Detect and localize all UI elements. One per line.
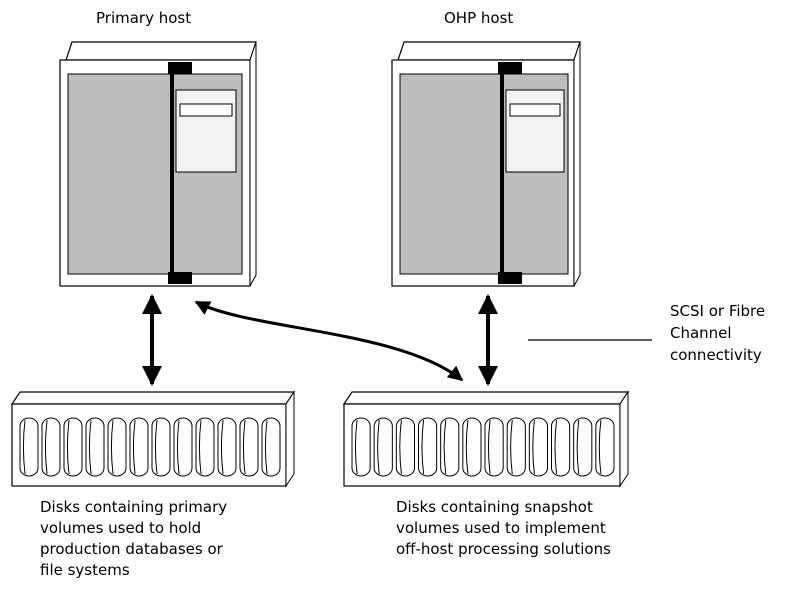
snapshot-disks-caption-line: volumes used to implement [396,519,606,537]
snapshot-disks-caption-line: Disks containing snapshot [396,498,593,516]
primary-host-server [59,41,257,287]
disk-icon [440,417,460,477]
snapshot-disks-caption-line: off-host processing solutions [396,540,611,558]
disk-icon [217,417,237,477]
primary-host-label: Primary host [96,9,192,27]
disk-icon [41,417,61,477]
connectivity-label: SCSI or Fibre Channel connectivity [670,300,765,366]
disk-icon [462,417,482,477]
disk-icon [573,417,593,477]
cross-link-arrow [194,300,464,382]
disk-icon [506,417,526,477]
primary-disks-caption-line: Disks containing primary [40,498,228,516]
connectivity-label-line: Channel [670,324,732,342]
disk-icon [595,417,615,477]
disk-icon [151,417,171,477]
disk-icon [261,417,281,477]
primary-disks-caption-line: file systems [40,561,130,579]
primary-disk-array [10,390,296,488]
disk-icon [351,417,371,477]
connectivity-label-line: SCSI or Fibre [670,302,766,320]
disk-icon [239,417,259,477]
snapshot-disk-array [342,390,630,488]
disk-icon [373,417,393,477]
disk-icon [107,417,127,477]
disk-icon [85,417,105,477]
ohp-host-server [391,41,581,287]
ohp-host-label: OHP host [444,9,514,27]
primary-disks-caption: Disks containing primary volumes used to… [40,497,227,581]
connectivity-label-line: connectivity [670,346,762,364]
primary-disks-caption-line: volumes used to hold [40,519,202,537]
disk-icon [418,417,438,477]
disk-icon [395,417,416,477]
disk-icon [173,417,193,477]
disk-icon [19,417,39,477]
disk-icon [528,417,548,477]
disk-icon [129,417,149,477]
disk-icon [551,417,571,477]
disk-icon [195,417,215,477]
primary-disks-caption-line: production databases or [40,540,223,558]
snapshot-disks-caption: Disks containing snapshot volumes used t… [396,497,611,560]
disk-icon [63,417,83,477]
disk-icon [484,417,504,477]
